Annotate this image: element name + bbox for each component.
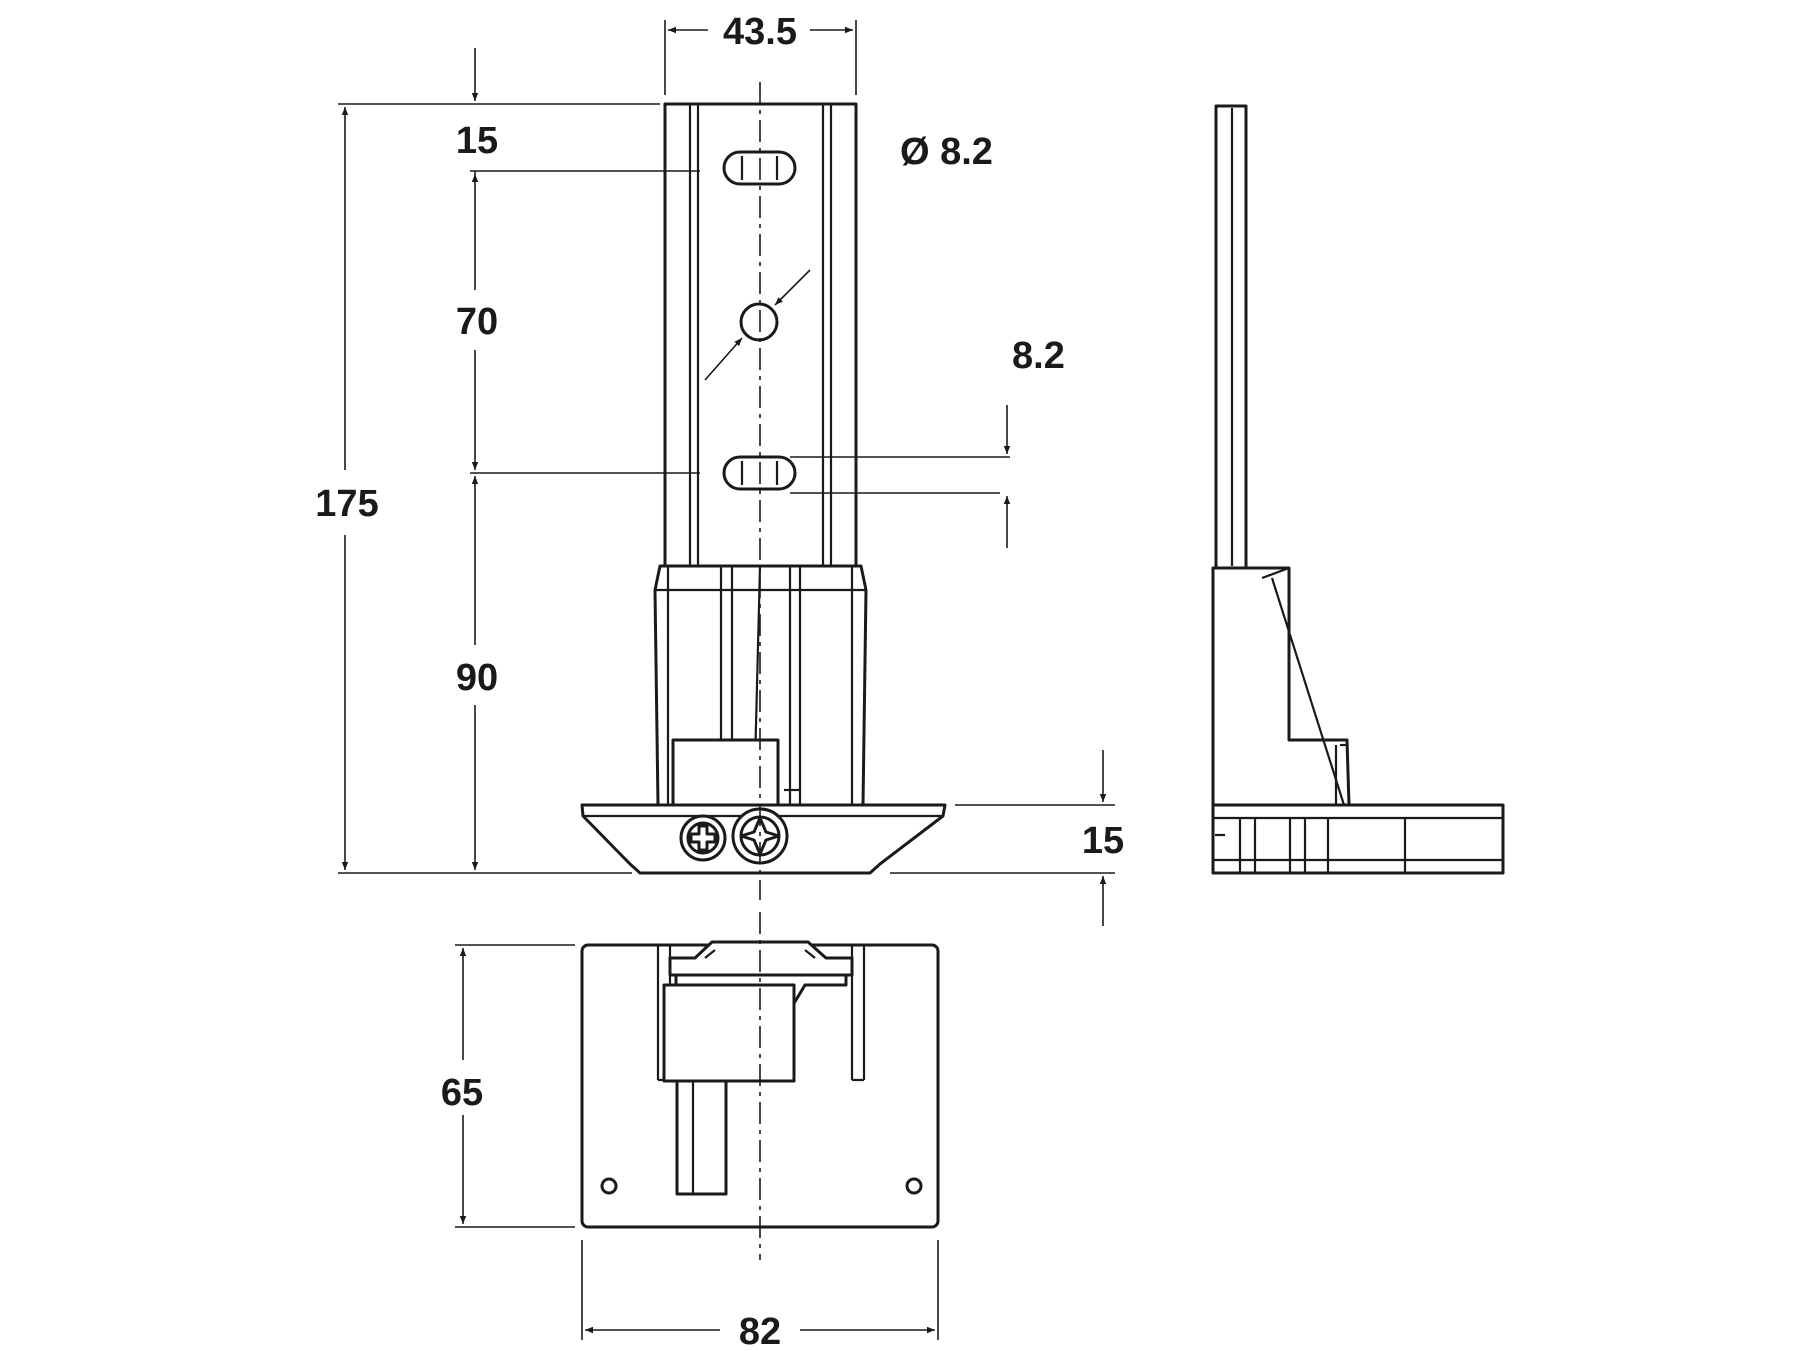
- plan-depth-label: 65: [441, 1072, 483, 1114]
- total-height-label: 175: [315, 483, 378, 525]
- slot-width-label: 8.2: [1012, 335, 1065, 377]
- side-base: [1211, 803, 1505, 875]
- plan-dimensions: [455, 944, 939, 1340]
- adjuster-housing: [662, 983, 796, 1083]
- plan-width-label: 82: [739, 1311, 781, 1350]
- side-view: [1211, 104, 1505, 875]
- front-view: [580, 82, 947, 900]
- adjuster-stem: [675, 1079, 728, 1196]
- top-offset-label: 15: [456, 120, 498, 162]
- screw-hole-left: [600, 1177, 618, 1195]
- front-dimensions: [338, 20, 1115, 926]
- adjuster-block: [671, 738, 780, 807]
- lower-height-label: 90: [456, 657, 498, 699]
- phillips-screw-icon: [679, 814, 727, 862]
- round-hole: [739, 302, 779, 342]
- plan-view: [580, 912, 940, 1260]
- screw-hole-right: [905, 1177, 923, 1195]
- top-width-label: 43.5: [723, 11, 797, 53]
- base-height-label: 15: [1082, 820, 1124, 862]
- hole-diameter-label: Ø 8.2: [900, 131, 993, 173]
- slot-spacing-label: 70: [456, 301, 498, 343]
